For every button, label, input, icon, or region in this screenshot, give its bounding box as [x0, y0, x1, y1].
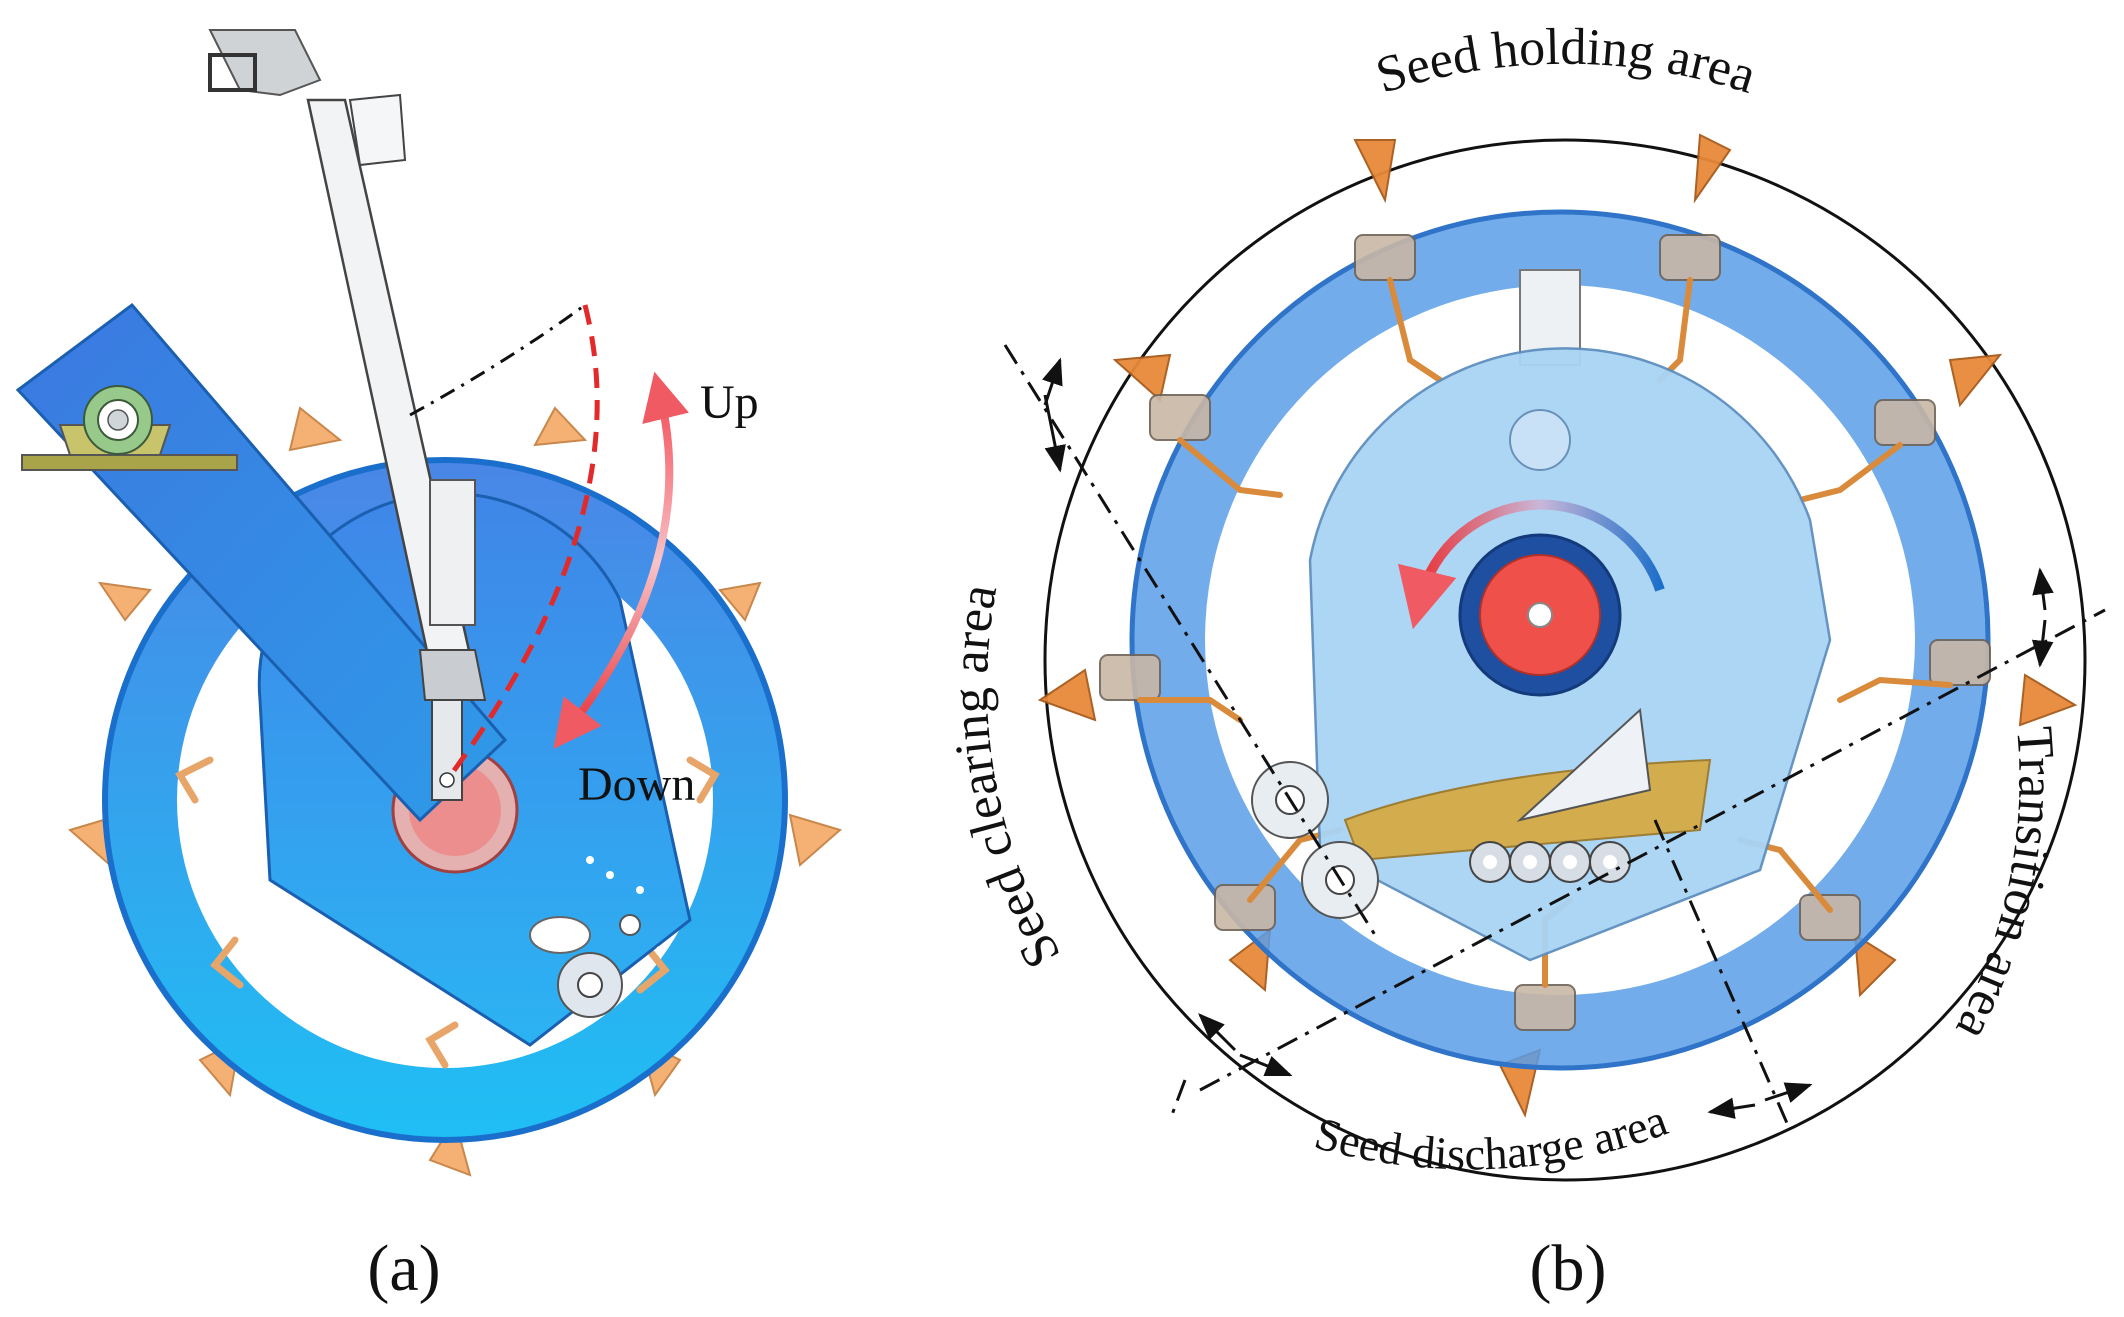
zone-label-clearing: Seed clearing area [942, 580, 1072, 977]
zone-boundary-circle [1043, 138, 2087, 1182]
panel-b-caption: (b) [1530, 1232, 1607, 1305]
claw-mounts-b [1099, 234, 1991, 1031]
actuator-rod-a [208, 29, 487, 801]
panel-b-diagram: Seed holding area Seed clearing area Tra… [942, 19, 2106, 1305]
panel-a-diagram: Up Down (a) [15, 29, 843, 1305]
bearing-block-a [21, 385, 238, 471]
swing-trajectory-line [409, 303, 586, 417]
zone-divider-lines [1003, 344, 2106, 1131]
panel-a-caption: (a) [367, 1232, 440, 1305]
up-down-arrow [553, 371, 689, 749]
zone-arrows [1042, 357, 2054, 1119]
up-label: Up [700, 376, 759, 429]
zone-label-discharge: Seed discharge area [1310, 1094, 1674, 1180]
down-label: Down [578, 758, 695, 811]
rotation-arrow [1398, 499, 1665, 630]
metering-parts-a [529, 856, 664, 1018]
zone-label-holding: Seed holding area [1370, 19, 1763, 105]
